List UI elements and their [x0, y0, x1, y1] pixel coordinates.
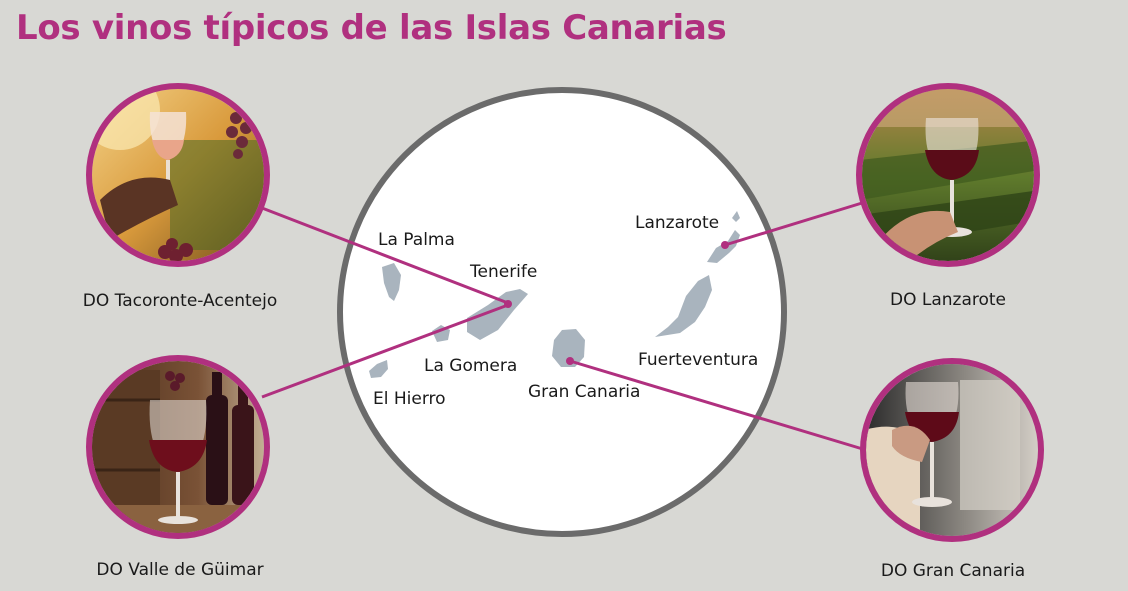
lanzarote-islet [732, 211, 740, 222]
caption-lanzarote: DO Lanzarote [889, 290, 1007, 310]
caption-gran-canaria: DO Gran Canaria [880, 561, 1026, 581]
connector-guimar [261, 303, 509, 399]
connector-lines [261, 201, 867, 452]
connector-gran-canaria [569, 359, 867, 452]
gran-canaria-island [552, 329, 585, 367]
connector-tacoronte [261, 206, 509, 305]
caption-tacoronte: DO Tacoronte-Acentejo [82, 291, 278, 311]
la-palma-island [382, 263, 401, 301]
label-tenerife: Tenerife [470, 262, 538, 282]
photo-guimar [92, 361, 264, 533]
tenerife-island [467, 289, 528, 340]
connector-lanzarote [724, 201, 863, 247]
label-lanzarote: Lanzarote [635, 213, 720, 233]
label-gran-canaria: Gran Canaria [528, 382, 641, 402]
map-circle [337, 87, 787, 537]
label-la-palma: La Palma [378, 230, 455, 250]
el-hierro-island [369, 360, 388, 378]
caption-guimar: DO Valle de Güimar [96, 560, 264, 580]
label-la-gomera: La Gomera [424, 356, 518, 376]
label-el-hierro: El Hierro [373, 389, 446, 409]
fuerteventura-island [655, 275, 712, 337]
page-title: Los vinos típicos de las Islas Canarias [16, 8, 727, 48]
photo-gran-canaria [866, 364, 1038, 536]
label-fuerteventura: Fuerteventura [638, 350, 759, 370]
